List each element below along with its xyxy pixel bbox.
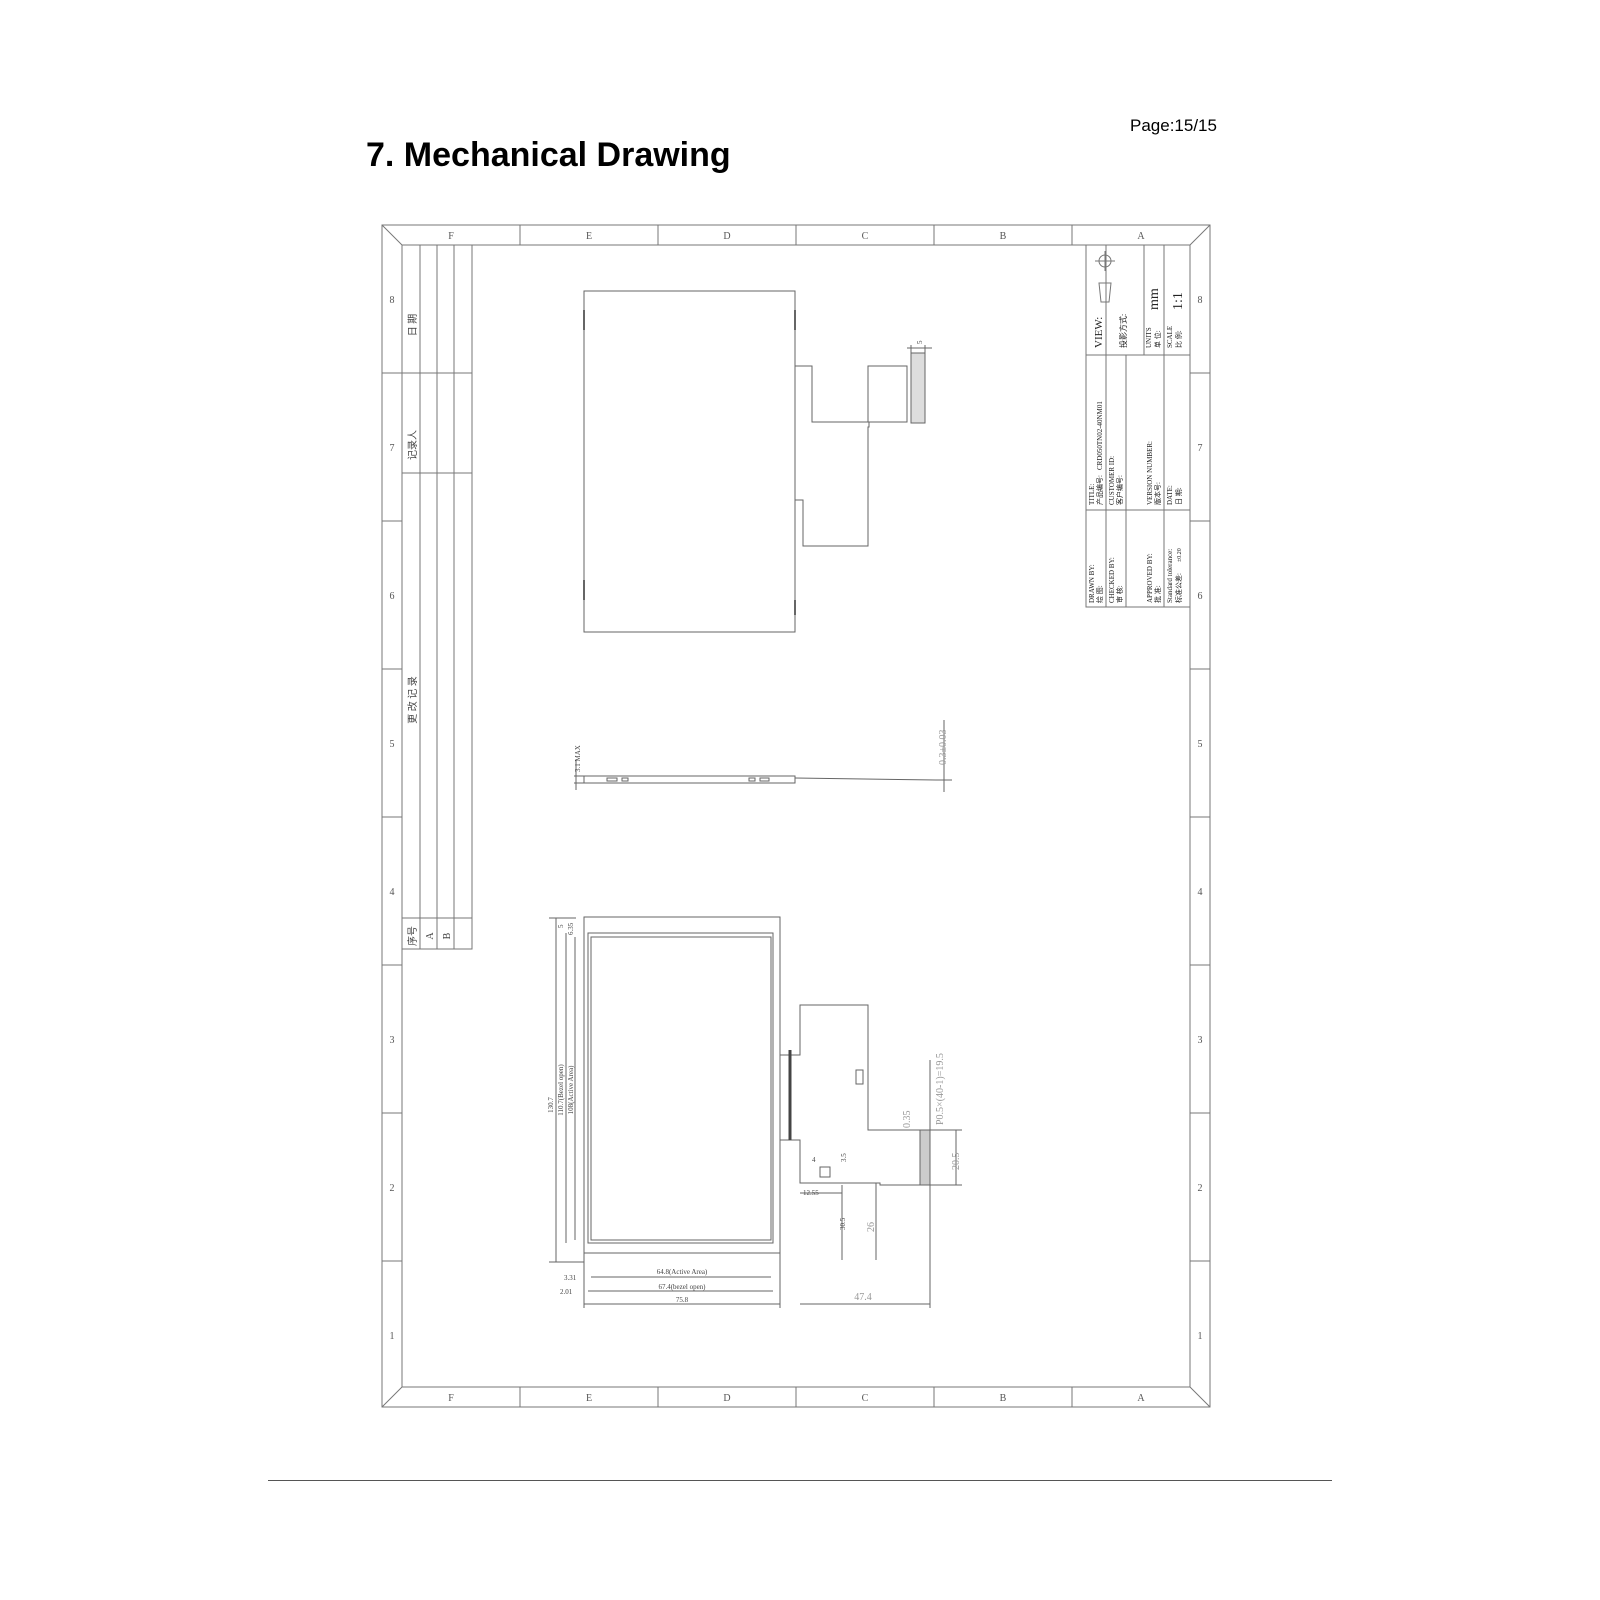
scale-cn: 比 例: <box>1174 330 1183 348</box>
row-ticks <box>382 372 1210 1262</box>
date-cn: 日 期: <box>1175 487 1183 505</box>
page-title: 7. Mechanical Drawing <box>366 136 731 174</box>
dim-pitch: P0.5×(40-1)=19.5 <box>935 1053 946 1125</box>
customer-label: CUSTOMER ID: <box>1108 456 1116 505</box>
checked-cn: 审 核: <box>1115 585 1124 603</box>
row-label-5-left: 5 <box>390 739 395 750</box>
col-label-d-top: D <box>723 231 730 242</box>
rev-recorder-label: 记录人 <box>407 430 419 460</box>
customer-cn: 客户编号: <box>1115 475 1124 505</box>
dim-left-bezel: 2.01 <box>560 1288 573 1296</box>
view-label: VIEW: <box>1093 317 1105 348</box>
row-label-8-left: 8 <box>390 295 395 306</box>
rev-row-a: A <box>425 932 436 940</box>
units-cn: 单 位: <box>1153 330 1162 348</box>
tolerance-label: Standard tolerance: <box>1166 549 1174 603</box>
dim-stiff-w: 4 <box>812 1156 816 1164</box>
col-label-f-bottom: F <box>448 1393 454 1404</box>
rev-serial-label: 序号 <box>406 926 419 946</box>
row-label-8-right: 8 <box>1198 295 1203 306</box>
row-label-1-left: 1 <box>390 1331 395 1342</box>
row-label-6-right: 6 <box>1198 591 1203 602</box>
version-label: VERSION NUMBER: <box>1146 441 1154 505</box>
dim-width-total: 75.8 <box>676 1296 689 1304</box>
row-label-7-left: 7 <box>390 443 395 454</box>
units-value: mm <box>1147 288 1162 310</box>
col-label-c-top: C <box>862 231 869 242</box>
version-cn: 版本号: <box>1153 482 1162 505</box>
col-label-a-top: A <box>1137 231 1145 242</box>
row-label-1-right: 1 <box>1198 1331 1203 1342</box>
tolerance-value: ±0.20 <box>1177 548 1183 562</box>
row-label-3-right: 3 <box>1198 1035 1203 1046</box>
dim-fpc-thickness: 0.3±0.03 <box>938 730 949 766</box>
dim-height-bezel: 110.7(Bezel open) <box>557 1064 565 1116</box>
scale-value: 1:1 <box>1171 292 1186 310</box>
row-label-2-left: 2 <box>390 1183 395 1194</box>
dim-top-offset: 5 <box>557 924 565 928</box>
col-label-f-top: F <box>448 231 454 242</box>
col-label-d-bottom: D <box>723 1393 730 1404</box>
rev-row-b: B <box>442 932 453 939</box>
approved-cn: 批 准: <box>1153 585 1162 603</box>
projection-label: 投影方式: <box>1118 314 1128 348</box>
inner-frame <box>401 244 1191 1388</box>
dim-height-active: 108(Active Area) <box>567 1065 575 1114</box>
dim-width-bezel: 67.4(bezel open) <box>658 1283 706 1291</box>
dim-top-offset-2: 6.35 <box>567 922 575 935</box>
dim-fpc-width: 20.5 <box>951 1153 962 1171</box>
title-value: CRD050TN02-40NM01 <box>1096 401 1104 470</box>
row-label-7-right: 7 <box>1198 443 1203 454</box>
tolerance-cn: 标准公差: <box>1174 573 1183 603</box>
col-label-b-bottom: B <box>1000 1393 1007 1404</box>
drawn-label: DRAWN BY: <box>1088 564 1096 603</box>
dim-stiff-h: 3.5 <box>840 1153 848 1162</box>
scale-label: SCALE <box>1166 326 1174 348</box>
dim-width-active: 64.8(Active Area) <box>657 1268 708 1276</box>
rev-change-record-label: 更 改 记 录 <box>406 676 419 724</box>
col-label-e-top: E <box>586 231 592 242</box>
column-ticks <box>519 225 1073 1407</box>
dim-fpc-len: 47.4 <box>854 1292 872 1303</box>
page-number: Page:15/15 <box>1130 116 1217 135</box>
dim-tail-h2: 26 <box>866 1222 877 1232</box>
top-view <box>583 290 932 633</box>
row-label-4-right: 4 <box>1198 887 1203 898</box>
footer-rule <box>268 1480 1332 1481</box>
dim-height-total: 130.7 <box>547 1097 555 1113</box>
row-label-6-left: 6 <box>390 591 395 602</box>
title-block-lines <box>1085 244 1191 608</box>
drawn-cn: 绘 图: <box>1095 585 1104 603</box>
side-view <box>574 720 952 792</box>
col-label-e-bottom: E <box>586 1393 592 1404</box>
rev-date-label: 日 期 <box>407 314 419 337</box>
dim-tail-w: 12.55 <box>803 1189 819 1197</box>
title-label: TITLE: <box>1088 484 1096 505</box>
row-label-4-left: 4 <box>390 887 395 898</box>
dim-top-fpc: 5 <box>916 340 924 344</box>
date-label: DATE: <box>1166 485 1174 505</box>
col-label-b-top: B <box>1000 231 1007 242</box>
approved-label: APPROVED BY: <box>1146 553 1154 603</box>
checked-label: CHECKED BY: <box>1108 557 1116 603</box>
title-cn: 产品编号: <box>1095 475 1104 505</box>
dim-left-active: 3.31 <box>564 1274 577 1282</box>
dim-tail-h: 30.5 <box>839 1217 847 1230</box>
front-view <box>549 916 962 1308</box>
dim-side-max: 3.1 MAX <box>574 745 582 772</box>
units-label: UNITS <box>1145 327 1153 348</box>
col-label-a-bottom: A <box>1137 1393 1145 1404</box>
row-label-5-right: 5 <box>1198 739 1203 750</box>
col-label-c-bottom: C <box>862 1393 869 1404</box>
revision-table-lines <box>401 244 473 950</box>
row-label-2-right: 2 <box>1198 1183 1203 1194</box>
row-label-3-left: 3 <box>390 1035 395 1046</box>
dim-pin-width: 0.35 <box>902 1111 913 1129</box>
